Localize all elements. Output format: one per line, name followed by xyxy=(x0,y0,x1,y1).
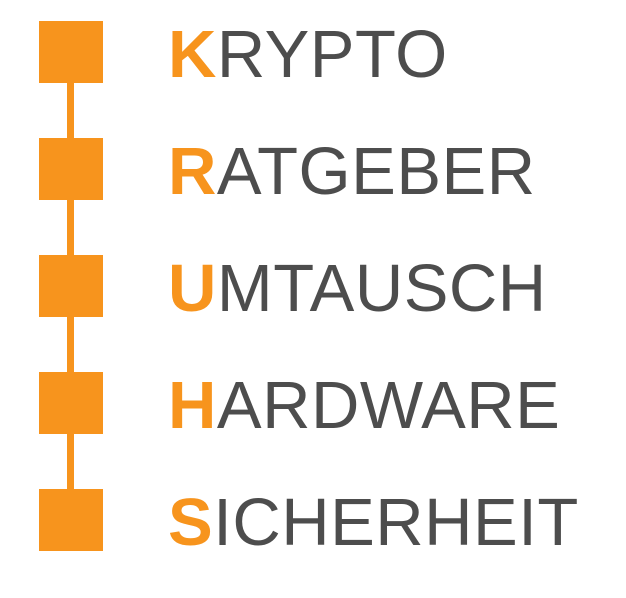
bullet-square-3 xyxy=(39,255,103,317)
acronym-word-hardware: HARDWARE xyxy=(168,366,560,446)
acronym-initial: R xyxy=(168,134,217,209)
acronym-initial: S xyxy=(168,485,214,560)
bullet-square-5 xyxy=(39,489,103,551)
acronym-word-sicherheit: SICHERHEIT xyxy=(168,483,579,563)
bullet-square-4 xyxy=(39,372,103,434)
bullet-square-1 xyxy=(39,21,103,83)
acronym-rest: RYPTO xyxy=(216,17,448,92)
acronym-rest: ATGEBER xyxy=(216,134,536,209)
acronym-rest: ICHERHEIT xyxy=(213,485,579,560)
acronym-word-ratgeber: RATGEBER xyxy=(168,132,536,212)
acronym-initial: H xyxy=(168,368,217,443)
acronym-word-krypto: KRYPTO xyxy=(168,15,448,95)
acronym-initial: K xyxy=(168,17,217,92)
bullet-square-2 xyxy=(39,138,103,200)
acronym-rest: MTAUSCH xyxy=(216,251,547,326)
acronym-word-umtausch: UMTAUSCH xyxy=(168,249,547,329)
acronym-rest: ARDWARE xyxy=(216,368,561,443)
acronym-initial: U xyxy=(168,251,217,326)
